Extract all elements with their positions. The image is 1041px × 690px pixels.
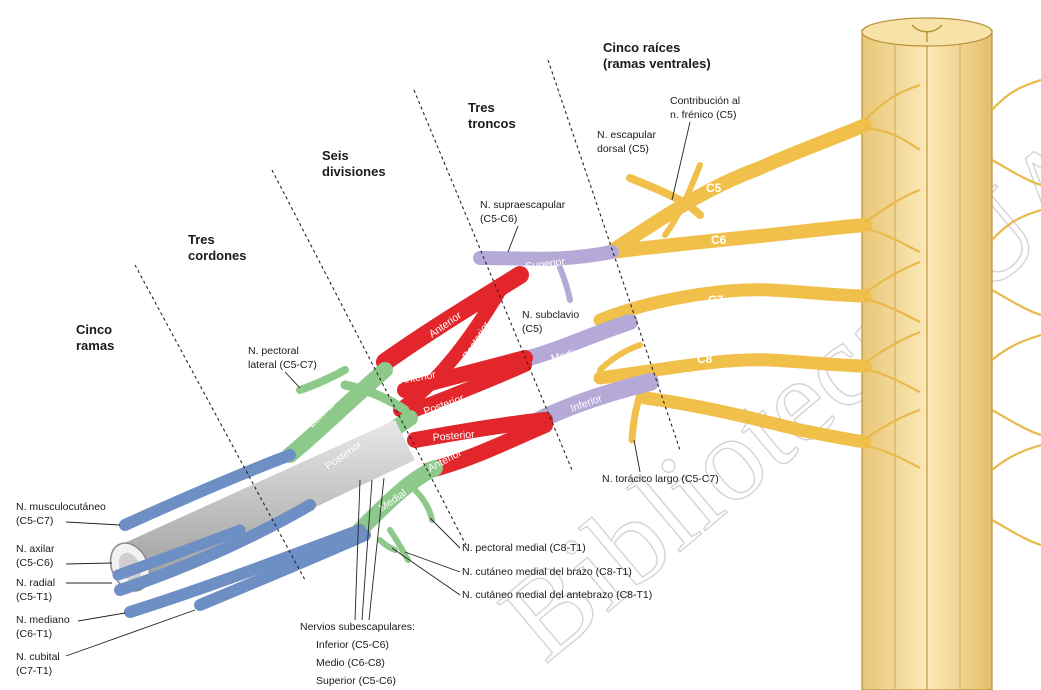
- label-musculocutaneo-line1: N. musculocutáneo: [16, 501, 106, 513]
- root-label-c8: C8: [697, 352, 713, 366]
- label-radial-line2: (C5-T1): [16, 591, 52, 603]
- leader-supraescapular: [508, 226, 518, 252]
- label-cutaneo-brazo: N. cutáneo medial del brazo (C8-T1): [462, 566, 632, 578]
- label-subescapulares-medio: Medio (C6-C8): [316, 657, 385, 669]
- label-subescapulares-title: Nervios subescapulares:: [300, 621, 415, 633]
- header-ramas-line1: Cinco: [76, 322, 112, 337]
- label-escapular-line2: dorsal (C5): [597, 143, 649, 155]
- leader-cutaneo-antebrazo: [392, 548, 460, 595]
- header-divisiones-line1: Seis: [322, 148, 349, 163]
- label-mediano-line1: N. mediano: [16, 614, 70, 626]
- subescapulares-labels: Nervios subescapulares: Inferior (C5-C6)…: [300, 478, 415, 687]
- label-cutaneo-antebrazo: N. cutáneo medial del antebrazo (C8-T1): [462, 589, 652, 601]
- label-mediano-line2: (C6-T1): [16, 628, 52, 640]
- label-musculocutaneo-line2: (C5-C7): [16, 515, 53, 527]
- label-radial-line1: N. radial: [16, 577, 55, 589]
- leader-subescapulares-3: [369, 478, 384, 620]
- leader-musculocutaneo: [66, 522, 120, 525]
- header-troncos-line2: troncos: [468, 116, 516, 131]
- label-toracico-largo: N. torácico largo (C5-C7): [602, 473, 719, 485]
- header-troncos-line1: Tres: [468, 100, 495, 115]
- spinal-cord: [862, 18, 992, 690]
- header-divisiones-line2: divisiones: [322, 164, 386, 179]
- leader-subescapulares-2: [362, 480, 372, 620]
- root-label-c6: C6: [711, 233, 727, 247]
- label-subclavio-line2: (C5): [522, 323, 542, 335]
- leader-subescapulares-1: [355, 480, 360, 620]
- label-subclavio-line1: N. subclavio: [522, 309, 579, 321]
- header-raices-line2: (ramas ventrales): [603, 56, 711, 71]
- header-cordones-line1: Tres: [188, 232, 215, 247]
- leader-mediano: [78, 613, 125, 621]
- label-subescapulares-superior: Superior (C5-C6): [316, 675, 396, 687]
- leader-pectoral-lateral: [285, 372, 300, 388]
- label-pectoral-lateral-line2: lateral (C5-C7): [248, 359, 317, 371]
- label-subescapulares-inferior: Inferior (C5-C6): [316, 639, 389, 651]
- label-axilar-line1: N. axilar: [16, 543, 55, 555]
- header-ramas-line2: ramas: [76, 338, 114, 353]
- header-raices-line1: Cinco raíces: [603, 40, 680, 55]
- label-frenico-line2: n. frénico (C5): [670, 109, 737, 121]
- label-frenico-line1: Contribución al: [670, 95, 740, 107]
- leader-axilar: [66, 563, 112, 564]
- root-label-c5: C5: [706, 181, 722, 195]
- leader-cutaneo-brazo: [405, 552, 460, 572]
- header-cordones-line2: cordones: [188, 248, 247, 263]
- root-label-c7: C7: [708, 293, 724, 307]
- label-supraescapular-line2: (C5-C6): [480, 213, 517, 225]
- label-axilar-line2: (C5-C6): [16, 557, 53, 569]
- label-supraescapular-line1: N. supraescapular: [480, 199, 566, 211]
- label-pectoral-medial: N. pectoral medial (C8-T1): [462, 542, 586, 554]
- label-cubital-line1: N. cubital: [16, 651, 60, 663]
- column-headers: Cinco raíces (ramas ventrales) Tres tron…: [76, 40, 711, 353]
- division-label-5: Posterior: [432, 428, 475, 444]
- label-escapular-line1: N. escapular: [597, 129, 656, 141]
- label-pectoral-lateral-line1: N. pectoral: [248, 345, 299, 357]
- leader-pectoral-medial: [430, 518, 460, 548]
- root-label-t1: T1: [707, 417, 721, 431]
- label-cubital-line2: (C7-T1): [16, 665, 52, 677]
